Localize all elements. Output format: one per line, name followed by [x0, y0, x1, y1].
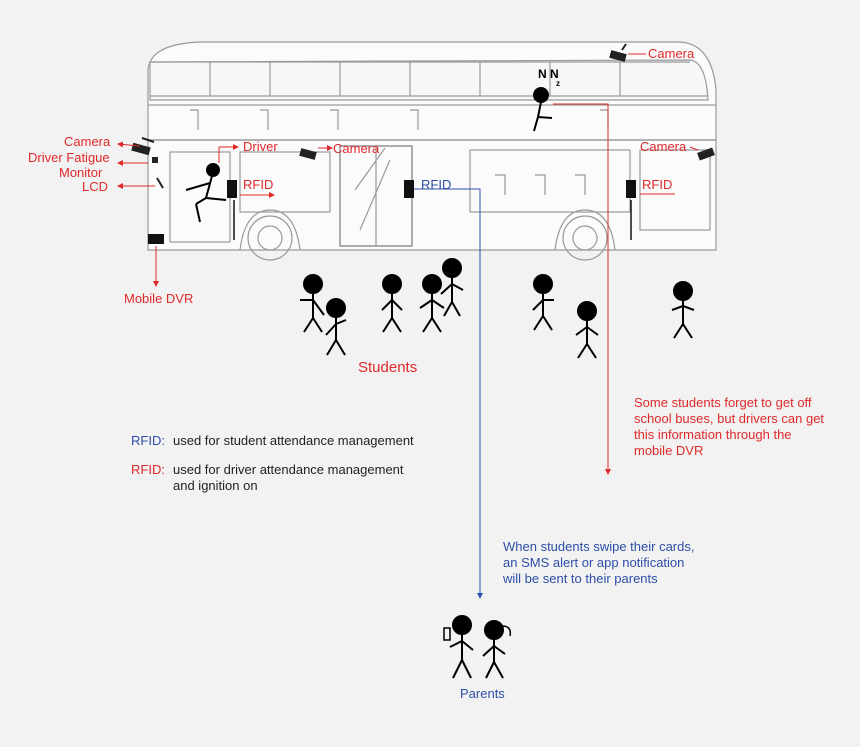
- forgot-note-line2: school buses, but drivers can get: [634, 411, 825, 426]
- sleeping-student-figure: [533, 87, 553, 132]
- rfid-reader-door: [404, 180, 414, 198]
- camera-label-left: Camera: [64, 134, 111, 149]
- forgot-note-line1: Some students forget to get off: [634, 395, 812, 410]
- lcd-label: LCD: [82, 179, 109, 194]
- parent-figure: [482, 620, 512, 679]
- student-figure: [575, 301, 599, 359]
- camera-label-middle: Camera: [333, 141, 380, 156]
- forgot-note-line3: this information through the: [634, 427, 792, 442]
- students-label: Students: [358, 359, 418, 376]
- mobile-dvr-icon: [148, 234, 164, 244]
- student-figure: [440, 258, 464, 317]
- student-figure: [300, 274, 325, 333]
- upper-deck-window-band: [149, 59, 709, 101]
- legend-key: RFID:: [131, 433, 165, 448]
- parents-label: Parents: [460, 686, 505, 701]
- rfid-reader-driver: [227, 180, 237, 198]
- student-figure: [671, 281, 695, 339]
- student-figure: [532, 274, 554, 331]
- fatigue-monitor-icon: [152, 157, 158, 163]
- swipe-note-line3: will be sent to their parents: [503, 571, 658, 586]
- rfid-reader-rear: [626, 180, 636, 198]
- student-figures: [300, 258, 695, 359]
- camera-label-top: Camera: [648, 46, 695, 61]
- swipe-note-line1: When students swipe their cards,: [503, 539, 695, 554]
- legend-row-driver-rfid: RFID: used for driver attendance manageme…: [131, 462, 404, 494]
- swipe-note-line2: an SMS alert or app notification: [503, 555, 685, 570]
- camera-icon-right: [697, 147, 715, 161]
- driver-fatigue-label: Driver Fatigue: [28, 150, 110, 165]
- svg-text:z: z: [556, 79, 560, 88]
- camera-icon-top: [609, 43, 627, 62]
- legend-row-student-rfid: RFID: used for student attendance managem…: [131, 433, 414, 449]
- student-figure: [419, 274, 445, 333]
- student-figure: [381, 274, 403, 333]
- sleep-glyph: N N: [538, 67, 559, 81]
- parent-figures: [443, 615, 512, 679]
- dvr-alert-line: [553, 103, 611, 475]
- driver-figure: [185, 163, 227, 223]
- student-figure: [325, 298, 347, 356]
- rfid-label-door: RFID: [421, 177, 452, 192]
- camera-icon-middle: [299, 148, 317, 160]
- front-wheel: [247, 215, 293, 261]
- parent-notify-line: [414, 188, 483, 599]
- legend-key: RFID:: [131, 462, 165, 477]
- lcd-icon: [156, 177, 164, 189]
- legend-text: used for student attendance management: [173, 433, 414, 448]
- camera-icon-left: [131, 137, 155, 156]
- rfid-label-rear: RFID: [642, 177, 673, 192]
- monitor-label: Monitor: [59, 165, 103, 180]
- driver-label: Driver: [243, 139, 278, 154]
- parent-figure-with-phone: [443, 615, 474, 679]
- camera-label-right: Camera: [640, 139, 687, 154]
- phone-icon: [443, 627, 451, 641]
- rear-wheel: [562, 215, 608, 261]
- forgot-note-line4: mobile DVR: [634, 443, 704, 458]
- rfid-label-driver: RFID: [243, 177, 274, 192]
- mobile-dvr-label: Mobile DVR: [124, 291, 194, 306]
